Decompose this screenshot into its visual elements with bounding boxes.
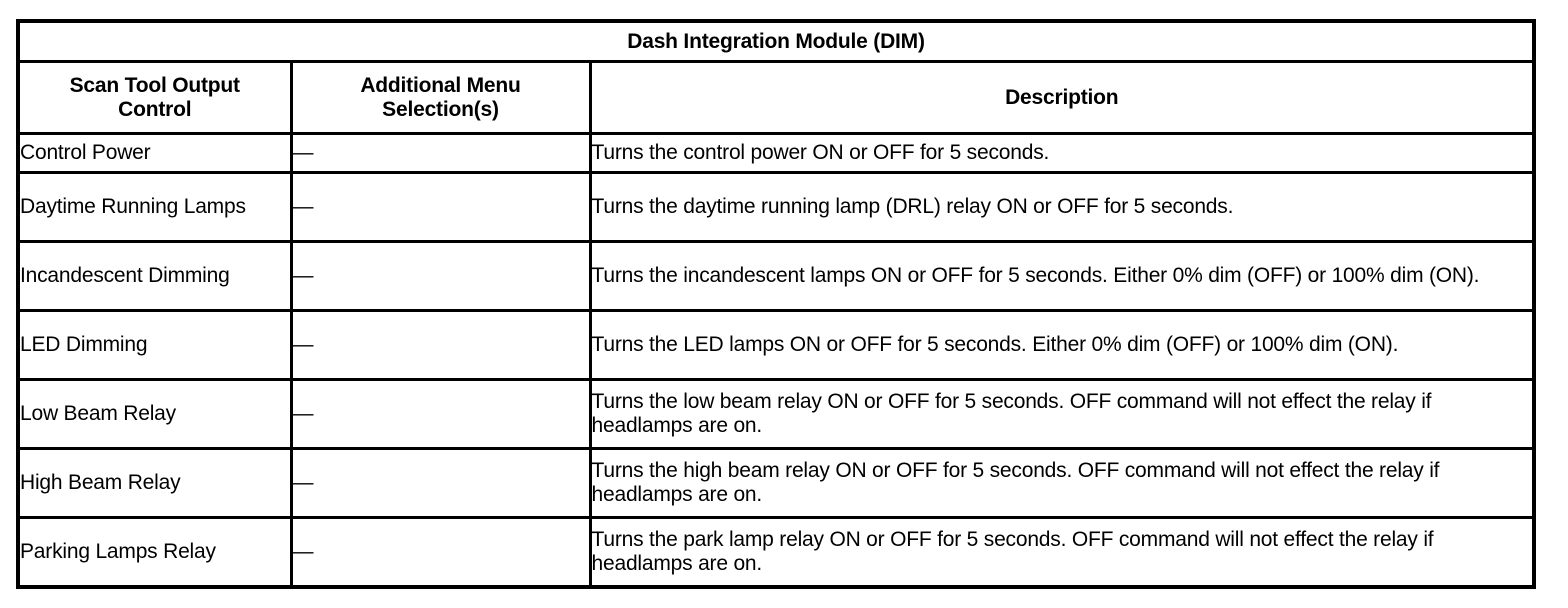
cell-menu: —	[289, 132, 592, 174]
column-header-scan-tool-output-control: Scan Tool Output Control	[16, 60, 293, 135]
cell-control: Incandescent Dimming	[16, 240, 293, 312]
cell-control: High Beam Relay	[16, 447, 293, 519]
cell-menu: —	[289, 378, 592, 450]
cell-menu: —	[289, 240, 592, 312]
cell-menu: —	[289, 516, 592, 589]
table-header-row: Scan Tool Output Control Additional Menu…	[16, 60, 1536, 135]
table-title-row: Dash Integration Module (DIM)	[16, 19, 1536, 63]
dash-integration-module-table: Dash Integration Module (DIM) Scan Tool …	[16, 19, 1537, 589]
table-title: Dash Integration Module (DIM)	[16, 19, 1536, 63]
cell-description: Turns the daytime running lamp (DRL) rel…	[588, 171, 1536, 243]
column-header-line-1: Additional Menu	[360, 73, 521, 97]
table-row: Low Beam Relay — Turns the low beam rela…	[16, 378, 1536, 450]
cell-control: Parking Lamps Relay	[16, 516, 293, 589]
cell-description: Turns the control power ON or OFF for 5 …	[588, 132, 1536, 174]
column-header-line-1: Scan Tool Output	[69, 73, 240, 97]
cell-menu: —	[289, 447, 592, 519]
cell-menu: —	[289, 171, 592, 243]
table-row: High Beam Relay — Turns the high beam re…	[16, 447, 1536, 519]
table-row: Parking Lamps Relay — Turns the park lam…	[16, 516, 1536, 589]
column-header-line-2: Selection(s)	[382, 97, 499, 121]
column-header-description: Description	[588, 60, 1536, 135]
cell-description: Turns the low beam relay ON or OFF for 5…	[588, 378, 1536, 450]
table-row: Incandescent Dimming — Turns the incande…	[16, 240, 1536, 312]
cell-control: LED Dimming	[16, 309, 293, 381]
column-header-line-2: Control	[118, 97, 192, 121]
cell-description: Turns the park lamp relay ON or OFF for …	[588, 516, 1536, 589]
column-header-additional-menu-selections: Additional Menu Selection(s)	[289, 60, 592, 135]
cell-description: Turns the LED lamps ON or OFF for 5 seco…	[588, 309, 1536, 381]
cell-control: Control Power	[16, 132, 293, 174]
table-row: LED Dimming — Turns the LED lamps ON or …	[16, 309, 1536, 381]
cell-description: Turns the high beam relay ON or OFF for …	[588, 447, 1536, 519]
table-row: Daytime Running Lamps — Turns the daytim…	[16, 171, 1536, 243]
cell-control: Daytime Running Lamps	[16, 171, 293, 243]
table-row: Control Power — Turns the control power …	[16, 132, 1536, 174]
cell-description: Turns the incandescent lamps ON or OFF f…	[588, 240, 1536, 312]
cell-menu: —	[289, 309, 592, 381]
cell-control: Low Beam Relay	[16, 378, 293, 450]
